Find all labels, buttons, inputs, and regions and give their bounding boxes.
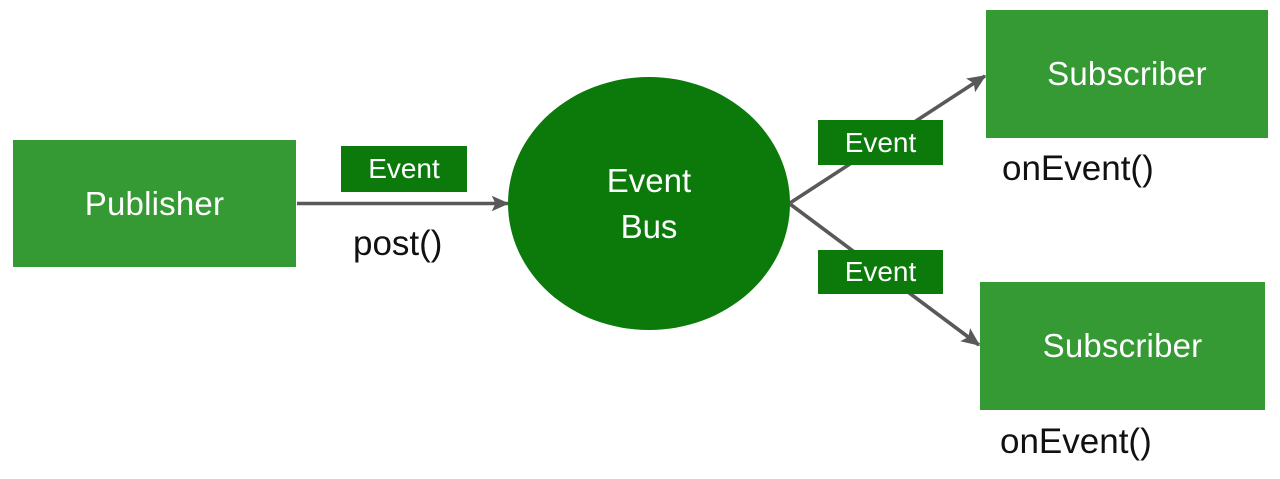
event-chip-bus-to-subscriber-top-label: Event: [844, 126, 917, 158]
subscriber-bottom-label: Subscriber: [1042, 327, 1203, 365]
publisher-label: Publisher: [84, 184, 225, 222]
event-chip-bus-to-subscriber-top: Event: [818, 120, 943, 165]
post-method-label: post(): [353, 224, 443, 263]
event-bus-label-line1: Event: [606, 161, 692, 199]
publisher-node[interactable]: Publisher: [13, 140, 296, 267]
event-bus-label-line2: Bus: [620, 207, 678, 245]
event-bus-node[interactable]: Event Bus: [508, 77, 790, 330]
event-chip-publisher-to-bus-label: Event: [368, 153, 440, 184]
on-event-bottom-label: onEvent(): [1000, 422, 1152, 461]
event-chip-bus-to-subscriber-bottom: Event: [818, 250, 943, 294]
event-chip-publisher-to-bus: Event: [341, 146, 467, 192]
on-event-top-label: onEvent(): [1002, 149, 1154, 188]
subscriber-bottom-node[interactable]: Subscriber: [980, 282, 1265, 410]
event-chip-bus-to-subscriber-bottom-label: Event: [844, 256, 917, 287]
subscriber-top-node[interactable]: Subscriber: [986, 10, 1268, 138]
subscriber-top-label: Subscriber: [1047, 55, 1207, 93]
